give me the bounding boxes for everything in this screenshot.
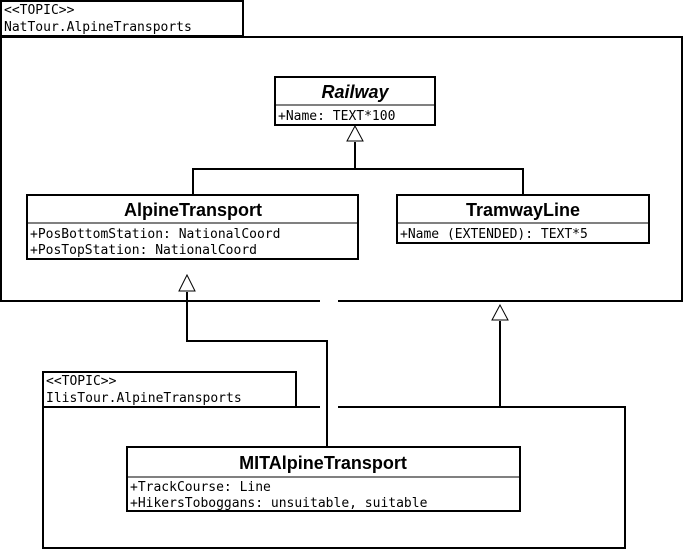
class-railway-box	[274, 76, 436, 126]
generalization-line-mit-alpinetransport	[186, 292, 328, 447]
generalization-line-alpinetransport-railway	[192, 142, 356, 195]
topic-nattour-stereotype: <<TOPIC>>	[4, 3, 75, 18]
class-mitalpinetransport-attribute: +TrackCourse: Line	[130, 480, 271, 495]
class-railway[interactable]: Railway +Name: TEXT*100	[274, 76, 436, 126]
line-crossing-gap-top	[320, 297, 338, 305]
class-alpinetransport[interactable]: AlpineTransport +PosBottomStation: Natio…	[26, 194, 359, 260]
class-mitalpinetransport-box	[126, 446, 521, 512]
topic-ilistour-name: IlisTour.AlpineTransports	[46, 391, 242, 406]
topic-ilistour-stereotype: <<TOPIC>>	[46, 374, 117, 389]
topic-ilistour-tab	[42, 371, 297, 408]
topic-nattour-name: NatTour.AlpineTransports	[4, 20, 192, 35]
class-mitalpinetransport[interactable]: MITAlpineTransport +TrackCourse: Line +H…	[126, 446, 521, 512]
generalization-arrow-railway	[346, 124, 364, 142]
class-railway-attribute: +Name: TEXT*100	[278, 109, 395, 124]
generalization-line-tramwayline-railway	[355, 168, 524, 195]
class-alpinetransport-attribute: +PosTopStation: NationalCoord	[30, 243, 257, 258]
class-tramwayline-box	[396, 194, 650, 244]
class-alpinetransport-name: AlpineTransport	[124, 200, 262, 220]
class-tramwayline-name: TramwayLine	[466, 200, 580, 220]
class-alpinetransport-box	[26, 194, 359, 260]
line-crossing-gap-bottom	[320, 403, 338, 411]
generalization-arrow-nattour	[491, 303, 509, 321]
class-tramwayline-attribute: +Name (EXTENDED): TEXT*5	[400, 227, 588, 242]
class-alpinetransport-attribute: +PosBottomStation: NationalCoord	[30, 227, 280, 242]
class-mitalpinetransport-name: MITAlpineTransport	[239, 453, 407, 473]
class-railway-name: Railway	[321, 82, 389, 102]
class-mitalpinetransport-attribute: +HikersToboggans: unsuitable, suitable	[130, 496, 428, 511]
topic-nattour-tab	[0, 0, 244, 37]
generalization-arrow-alpinetransport	[178, 273, 196, 292]
class-tramwayline[interactable]: TramwayLine +Name (EXTENDED): TEXT*5	[396, 194, 650, 244]
